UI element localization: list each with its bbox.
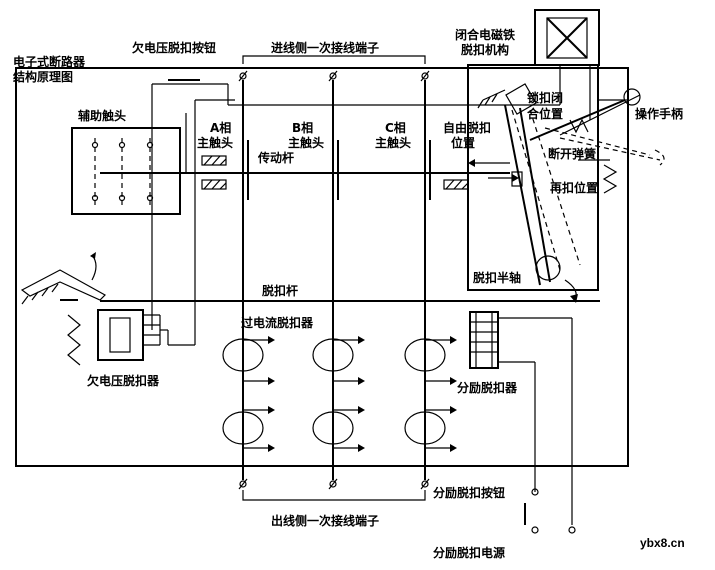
shunt-button-label: 分励脱扣按钮 — [433, 485, 505, 500]
outgoing-terminal-symbols — [238, 478, 430, 490]
main-contact-a-line-1: A相 — [210, 120, 231, 135]
title-line-1: 电子式断路器 — [13, 54, 86, 69]
incoming-terminals-label: 进线侧一次接线端子 — [271, 40, 379, 55]
transmission-rod-label: 传动杆 — [257, 150, 294, 165]
mechanism-box — [467, 64, 599, 291]
opening-spring-label: 断开弹簧 — [548, 146, 596, 161]
reset-position-label: 再扣位置 — [550, 180, 598, 195]
main-contact-c-line-2: 主触头 — [375, 135, 411, 150]
lock-closed-line-1: 锁扣闭 — [527, 90, 563, 105]
free-trip-line-2: 位置 — [451, 135, 475, 150]
undervoltage-release-symbol — [20, 252, 195, 366]
free-trip-label: 自由脱扣 位置 — [443, 120, 495, 150]
undervoltage-button-wiring — [151, 79, 560, 345]
main-contact-a-label: A相 主触头 — [197, 120, 235, 150]
title-label: 电子式断路器 结构原理图 — [13, 54, 89, 84]
closing-magnet-label: 闭合电磁铁 脱扣机构 — [455, 27, 519, 57]
undervoltage-button-label: 欠电压脱扣按钮 — [132, 40, 216, 55]
main-contact-b-line-1: B相 — [292, 120, 313, 135]
shunt-power-label: 分励脱扣电源 — [433, 545, 505, 560]
trip-rod-label: 脱扣杆 — [262, 283, 298, 298]
phase-conductors — [242, 80, 431, 480]
main-contact-c-line-1: C相 — [385, 120, 406, 135]
main-contact-a-line-2: 主触头 — [197, 135, 233, 150]
shunt-release-symbol — [469, 311, 576, 534]
undervoltage-release-label: 欠电压脱扣器 — [87, 373, 160, 388]
incoming-terminal-symbols — [238, 70, 430, 82]
main-contact-c-label: C相 主触头 — [375, 120, 411, 150]
title-line-2: 结构原理图 — [13, 69, 73, 84]
watermark-text: ybx8.cn — [640, 536, 685, 550]
mechanism-internals — [468, 83, 665, 303]
closing-magnet-line-2: 脱扣机构 — [461, 42, 509, 57]
outgoing-terminals-label: 出线侧一次接线端子 — [271, 513, 379, 528]
trip-half-shaft-label: 脱扣半轴 — [473, 270, 521, 285]
aux-contacts-label: 辅助触头 — [78, 108, 126, 123]
operating-handle-label: 操作手柄 — [635, 106, 683, 121]
free-trip-line-1: 自由脱扣 — [443, 120, 491, 135]
aux-contacts-box — [71, 127, 181, 215]
contact-blocks — [185, 113, 469, 190]
main-contact-b-label: B相 主触头 — [288, 120, 324, 150]
incoming-bracket — [242, 55, 426, 64]
lock-closed-line-2: 合位置 — [527, 106, 563, 121]
breaker-enclosure — [15, 67, 629, 467]
overcurrent-release-label: 过电流脱扣器 — [241, 315, 314, 330]
lock-closed-label: 锁扣闭 合位置 — [527, 90, 567, 121]
shunt-release-label: 分励脱扣器 — [457, 380, 518, 395]
overcurrent-coils — [222, 336, 457, 452]
main-contact-b-line-2: 主触头 — [288, 135, 324, 150]
outgoing-bracket — [242, 490, 426, 501]
aux-contacts-symbols — [91, 138, 154, 205]
closing-magnet-line-1: 闭合电磁铁 — [455, 27, 515, 42]
closing-magnet-cross — [546, 17, 588, 59]
